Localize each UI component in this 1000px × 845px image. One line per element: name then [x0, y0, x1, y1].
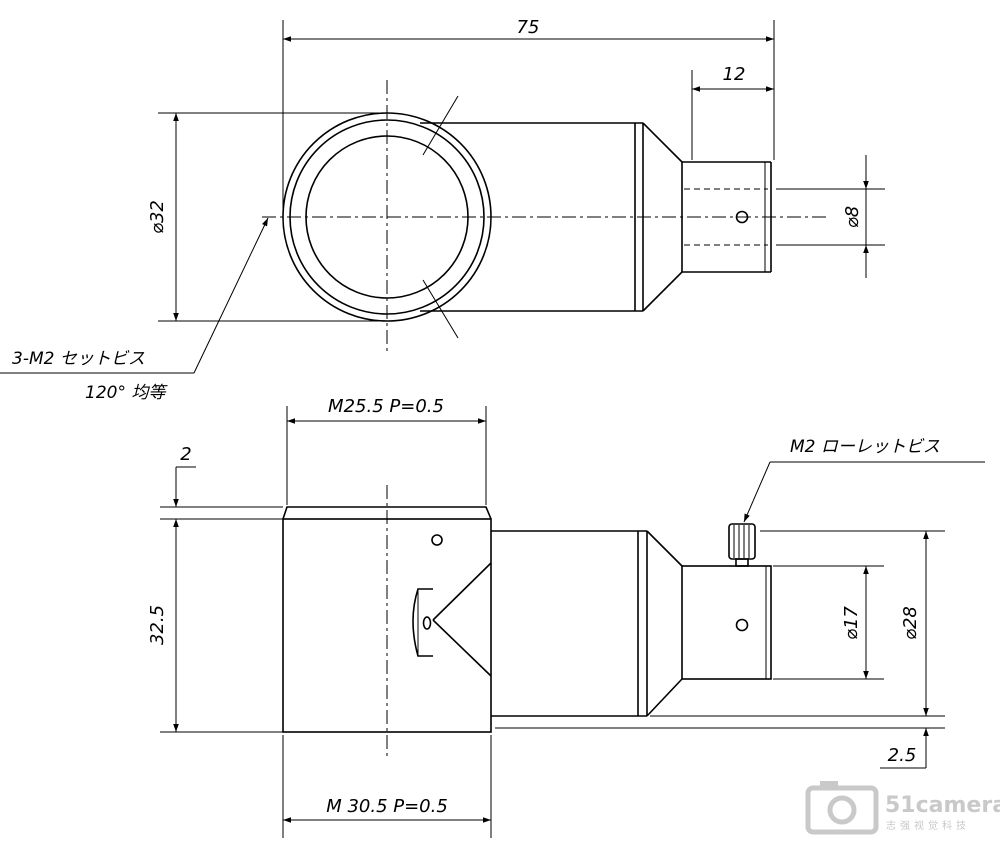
camera-logo-icon [805, 781, 879, 835]
side-taper-top [646, 530, 683, 567]
top-view: 75 12 ⌀32 ⌀8 3-M2 セットビス 120° 均等 [0, 17, 885, 403]
side-end-tube [681, 565, 772, 680]
dim-2-5-label: 2.5 [888, 745, 917, 766]
dim-75-label: 75 [517, 17, 540, 38]
taper-top [642, 122, 683, 163]
dim-2-label: 2 [180, 444, 191, 465]
dim-32-5-label: 32.5 [147, 605, 168, 645]
dim-17-label: ⌀17 [841, 606, 862, 640]
dim-12-label: 12 [723, 64, 746, 85]
mirror-corner-upper [432, 562, 492, 621]
main-block [282, 518, 492, 733]
set-screw-note-line2: 120° 均等 [85, 383, 168, 403]
set-screw-axis-1 [422, 95, 459, 156]
boss-hole [422, 616, 432, 630]
dim-8-label: ⌀8 [842, 206, 863, 228]
knurled-screw-shank [735, 558, 749, 567]
side-taper-bottom [646, 678, 683, 717]
dim-m25-label: M25.5 P=0.5 [328, 396, 444, 417]
taper-bottom [642, 271, 683, 312]
mirror-corner-lower [432, 619, 492, 677]
dim-28-label: ⌀28 [900, 606, 921, 640]
side-hole-2 [735, 618, 749, 632]
knurled-screw-head [728, 523, 756, 560]
side-hole-1 [431, 534, 443, 546]
knurl-leader [743, 461, 771, 523]
dim-m30-label: M 30.5 P=0.5 [326, 796, 448, 817]
set-screw-leader [193, 217, 269, 374]
side-view: M25.5 P=0.5 M 30.5 P=0.5 32.5 2 ⌀17 ⌀28 … [147, 396, 985, 838]
watermark: 51camera 志强视觉科技 [805, 781, 1000, 835]
thread-step [282, 506, 492, 520]
dim-32-label: ⌀32 [147, 200, 168, 234]
knurl-note: M2 ローレットビス [790, 437, 940, 457]
watermark-brand: 51camera [885, 793, 1000, 818]
set-screw-axis-2 [422, 279, 459, 339]
watermark-tagline: 志强视觉科技 [886, 819, 970, 832]
set-screw-note-line1: 3-M2 セットビス [12, 349, 145, 369]
